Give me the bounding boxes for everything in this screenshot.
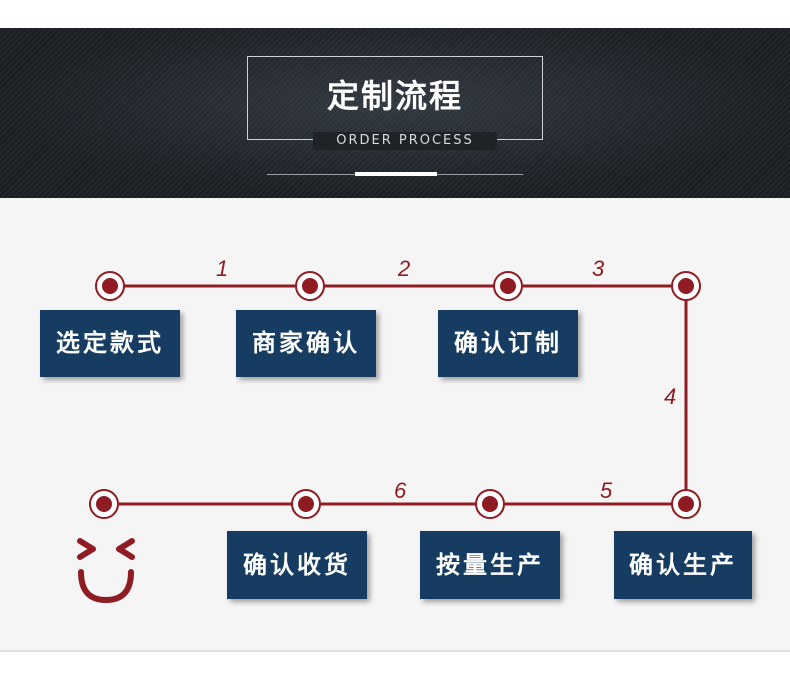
node-2 (295, 271, 325, 301)
page-subtitle: ORDER PROCESS (313, 132, 497, 150)
node-8 (89, 489, 119, 519)
step-number-6: 6 (394, 478, 407, 503)
step-number-2: 2 (398, 256, 411, 281)
step-number-1: 1 (216, 256, 229, 281)
node-3 (493, 271, 523, 301)
step-box-select-style: 选定款式 (40, 310, 180, 377)
page-title: 定制流程 (326, 77, 463, 115)
step-number-3: 3 (592, 256, 605, 281)
step-box-confirm-order: 确认订制 (438, 310, 578, 377)
node-7 (291, 489, 321, 519)
header-banner: 定制流程 ORDER PROCESS (0, 28, 790, 198)
node-6 (475, 489, 505, 519)
step-box-mass-production: 按量生产 (420, 531, 560, 599)
node-5 (671, 489, 701, 519)
step-number-4: 4 (664, 384, 677, 409)
step-box-confirm-receipt: 确认收货 (227, 531, 367, 599)
smiley-face-icon (77, 538, 135, 603)
step-box-merchant-confirm: 商家确认 (236, 310, 376, 377)
node-1 (95, 271, 125, 301)
node-4 (671, 271, 701, 301)
title-frame: 定制流程 (247, 56, 543, 140)
step-box-confirm-production: 确认生产 (614, 531, 752, 599)
title-underline-accent (355, 172, 437, 176)
step-number-5: 5 (600, 478, 613, 503)
